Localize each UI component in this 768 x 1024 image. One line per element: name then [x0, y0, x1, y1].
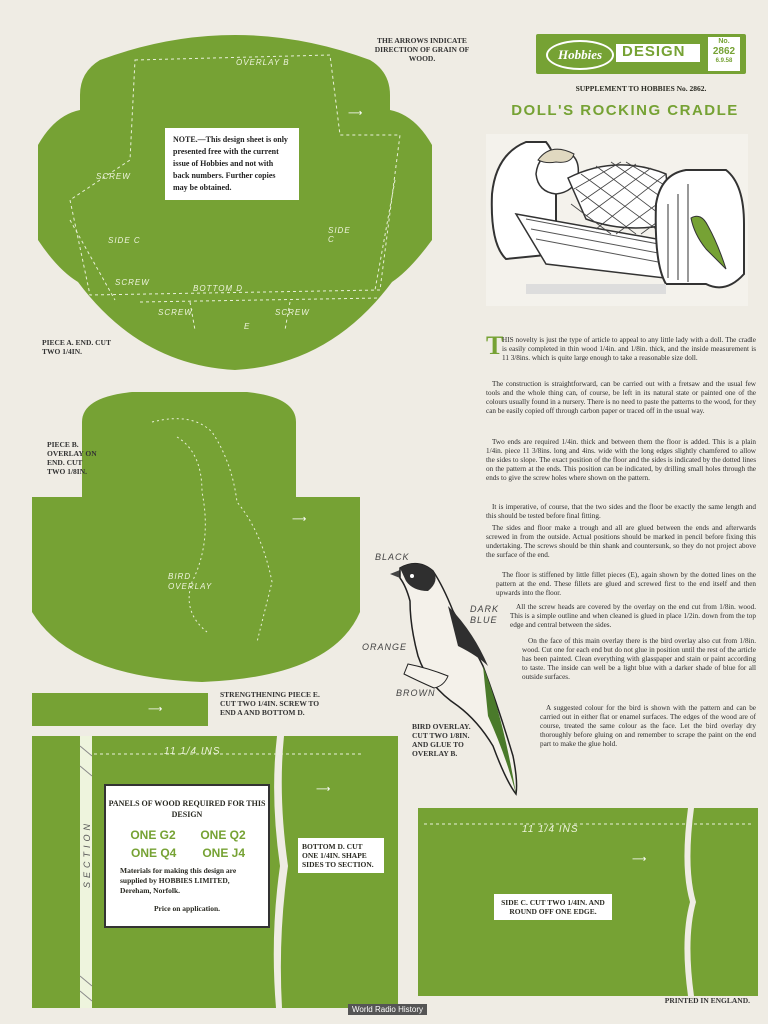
article-para-4: It is imperative, of course, that the tw… — [486, 503, 756, 521]
article-para-9: A suggested colour for the bird is shown… — [540, 704, 756, 749]
brown-label: BROWN — [396, 688, 436, 698]
supplement-line: SUPPLEMENT TO HOBBIES No. 2862. — [575, 84, 707, 93]
printed-in-england: PRINTED IN ENGLAND. — [664, 996, 750, 1005]
panels-row: ONE G2 ONE Q2 — [118, 828, 258, 842]
side-c-dimension: 11 1/4 INS — [522, 824, 579, 835]
bottom-d-label: BOTTOM D — [193, 284, 244, 293]
screw-label: SCREW — [158, 308, 193, 317]
panel-item: ONE Q4 — [130, 846, 177, 860]
bird-overlay-caption: BIRD OVERLAY. CUT TWO 1/8in. AND GLUE TO… — [412, 722, 471, 758]
piece-a-shape — [38, 35, 432, 370]
panel-item: ONE G2 — [130, 828, 176, 842]
side-c-label: SIDE C — [328, 226, 351, 244]
panel-item: ONE Q2 — [200, 828, 246, 842]
e-label: E — [244, 322, 251, 331]
article-para-6: The floor is stiffened by little fillet … — [496, 571, 756, 598]
article-para-1: HIS novelty is just the type of article … — [502, 336, 756, 363]
screw-label: SCREW — [275, 308, 310, 317]
bottom-d-caption: BOTTOM D. CUT ONE 1/4in. SHAPE SIDES TO … — [298, 838, 384, 873]
grain-arrow-icon: ⟶ — [316, 784, 331, 795]
article-para-5: The sides and floor make a trough and al… — [486, 524, 756, 560]
overlay-b-label: OVERLAY B — [236, 58, 290, 67]
panels-box: PANELS OF WOOD REQUIRED FOR THIS DESIGN … — [104, 784, 270, 928]
article-para-2: The construction is straightforward, can… — [486, 380, 756, 416]
watermark: World Radio History — [348, 1004, 427, 1015]
hobbies-logo-banner: Hobbies DESIGN No. 2862 6.9.58 — [536, 34, 746, 74]
hobbies-logo: Hobbies — [546, 40, 614, 70]
supplier-note: Materials for making this design are sup… — [120, 866, 237, 895]
bird-illustration — [390, 562, 518, 796]
piece-b-shape — [32, 392, 360, 682]
panels-heading: PANELS OF WOOD REQUIRED FOR THIS DESIGN — [108, 799, 266, 819]
grain-arrow-icon: ⟶ — [632, 854, 647, 865]
section-label: SECTION — [82, 820, 92, 889]
dark-blue-label: DARK BLUE — [470, 604, 500, 625]
drop-cap: T — [486, 331, 504, 360]
page-title: DOLL'S ROCKING CRADLE — [511, 102, 739, 119]
panel-dimension: 11 1/4 INS — [164, 746, 221, 757]
screw-label: SCREW — [115, 278, 150, 287]
date-code: 6.9.58 — [715, 58, 733, 64]
side-c-caption: SIDE C. CUT TWO 1/4in. AND ROUND OFF ONE… — [494, 894, 612, 920]
piece-a-caption: PIECE A. END. CUT TWO 1/4in. — [42, 338, 111, 356]
grain-arrow-icon: ⟶ — [348, 108, 363, 119]
design-number: 2862 — [712, 46, 736, 57]
design-number-box: No. 2862 6.9.58 — [708, 37, 740, 71]
grain-arrow-icon: ⟶ — [292, 514, 307, 525]
no-label: No. — [718, 38, 730, 45]
article-para-3: Two ends are required 1/4in. thick and b… — [486, 438, 756, 483]
panels-row: ONE Q4 ONE J4 — [118, 846, 258, 860]
piece-e-shape — [32, 693, 208, 726]
piece-e-caption: STRENGTHENING PIECE E. CUT TWO 1/4in. SC… — [220, 690, 320, 717]
piece-b-caption: PIECE B. OVERLAY ON END. CUT TWO 1/8in. — [47, 440, 97, 476]
grain-arrow-icon: ⟶ — [148, 704, 163, 715]
screw-label: SCREW — [96, 172, 131, 181]
side-c-label: SIDE C — [108, 236, 141, 245]
article-para-8: On the face of this main overlay there i… — [522, 637, 756, 682]
panel-item: ONE J4 — [202, 846, 245, 860]
article-para-7: All the screw heads are covered by the o… — [510, 603, 756, 630]
design-word: DESIGN — [622, 43, 686, 60]
orange-label: ORANGE — [362, 642, 408, 652]
cradle-illustration — [486, 134, 748, 306]
bird-overlay-label: BIRD OVERLAY — [168, 572, 213, 591]
grain-note: THE ARROWS INDICATE DIRECTION OF GRAIN O… — [374, 36, 470, 63]
price-note: Price on application. — [153, 904, 221, 913]
black-label: BLACK — [375, 552, 410, 562]
design-note: NOTE.—This design sheet is only presente… — [165, 128, 299, 200]
